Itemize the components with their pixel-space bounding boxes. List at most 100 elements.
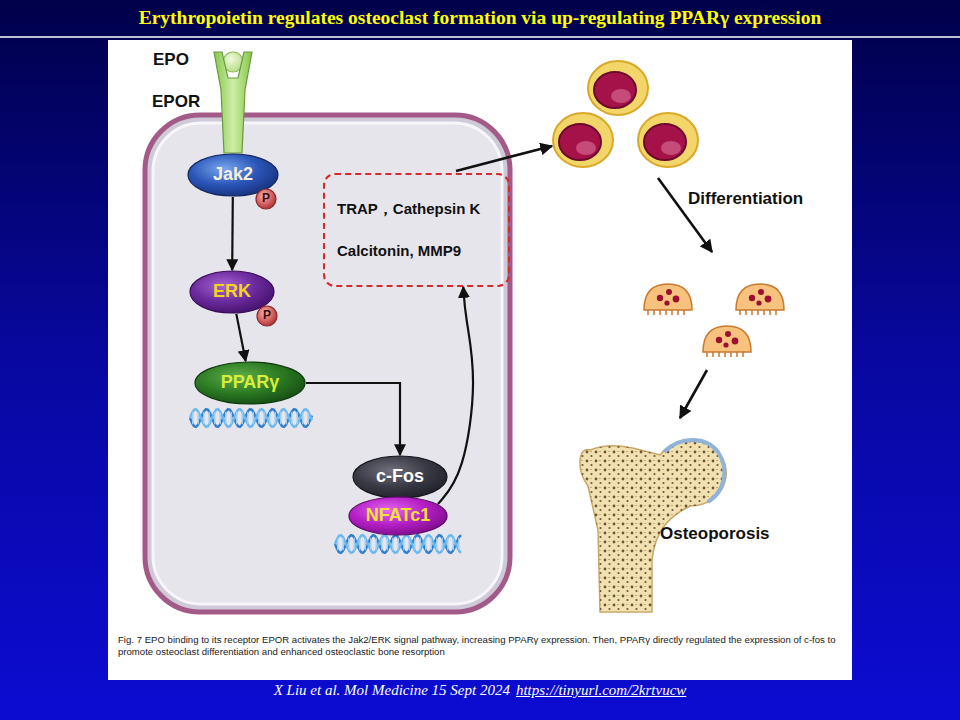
dna-rung <box>258 412 259 425</box>
dna-rung <box>458 538 459 551</box>
disease-label: Osteoporosis <box>660 524 770 544</box>
transcription-factor: c-Fos <box>352 455 448 499</box>
dna-rung <box>359 538 360 551</box>
dna-helices <box>190 409 461 553</box>
dna-rung <box>308 412 309 425</box>
dna-rung <box>436 538 437 551</box>
node-outline <box>325 175 512 289</box>
femoral-head-cartilage <box>664 440 724 502</box>
stage-label: Differentiation <box>688 189 803 209</box>
dna-rung <box>387 538 388 551</box>
node-label: P <box>263 309 271 322</box>
figure-caption: Fig. 7 EPO binding to its receptor EPOR … <box>118 634 844 659</box>
ellipse-shape <box>257 306 277 326</box>
target-genes-box: TRAP，Cathepsin K Calcitonin, MMP9 <box>323 173 510 287</box>
dna-rung <box>447 538 448 551</box>
dna-strand <box>335 535 461 553</box>
precursor-cell <box>588 61 648 115</box>
dna-rung <box>269 412 270 425</box>
dna-rung <box>275 412 276 425</box>
node-label: Jak2 <box>213 165 253 185</box>
ellipse-shape <box>353 456 447 498</box>
flow-arrow <box>456 146 552 171</box>
citation-text: X Liu et al. Mol Medicine 15 Sept 2024 <box>274 682 510 699</box>
dna-rung <box>214 412 215 425</box>
dna-rung <box>264 412 265 425</box>
dna-rung <box>236 412 237 425</box>
dna-rung <box>420 538 421 551</box>
node-label: TRAP，Cathepsin K <box>337 201 480 218</box>
dna-rung <box>365 538 366 551</box>
dna-rung <box>453 538 454 551</box>
transcription-factor: PPARγ <box>194 361 306 405</box>
precursor-cell <box>553 113 613 167</box>
ellipse-shape <box>195 362 305 404</box>
dna-rung <box>337 538 338 551</box>
dna-rung <box>348 538 349 551</box>
node-label: PPARγ <box>221 373 280 393</box>
transcription-factor: NFATc1 <box>348 496 448 536</box>
dna-rung <box>431 538 432 551</box>
dna-rung <box>370 538 371 551</box>
ellipse-shape <box>349 497 447 535</box>
dna-rung <box>354 538 355 551</box>
dna-rung <box>403 538 404 551</box>
dna-rung <box>280 412 281 425</box>
dna-rung <box>392 538 393 551</box>
node-label: P <box>262 192 270 205</box>
dna-rung <box>291 412 292 425</box>
dna-rung <box>297 412 298 425</box>
dna-rung <box>381 538 382 551</box>
dna-rung <box>376 538 377 551</box>
dna-rung <box>425 538 426 551</box>
dna-rung <box>209 412 210 425</box>
dna-rung <box>302 412 303 425</box>
osteoclast <box>644 284 692 315</box>
dna-rung <box>192 412 193 425</box>
signal-arrow <box>231 197 234 270</box>
cell-membrane <box>145 115 510 612</box>
dna-rung <box>231 412 232 425</box>
dna-rung <box>409 538 410 551</box>
node-label: Calcitonin, MMP9 <box>337 243 461 260</box>
ligand-epo: EPO <box>150 48 250 76</box>
title-rule <box>0 36 960 38</box>
signal-arrow <box>236 314 245 361</box>
dna-rung <box>225 412 226 425</box>
citation-link: https://tinyurl.com/2krtvucw <box>516 682 686 699</box>
dna-rung <box>286 412 287 425</box>
precursor-cell <box>638 113 698 167</box>
node-label: EPOR <box>152 93 200 112</box>
art-g <box>214 52 252 153</box>
dna-rung <box>220 412 221 425</box>
dna-strand <box>335 535 461 553</box>
receptor-epor: EPOR <box>150 45 256 157</box>
dna-rung <box>253 412 254 425</box>
cytoplasm <box>153 123 502 604</box>
node-label: c-Fos <box>376 467 424 487</box>
receptor-shape <box>214 52 252 153</box>
dna-rung <box>414 538 415 551</box>
dna-strand <box>190 409 312 427</box>
dna-rung <box>343 538 344 551</box>
dna-rung <box>242 412 243 425</box>
dna-rung <box>198 412 199 425</box>
dna-strand <box>190 409 312 427</box>
flow-arrow <box>680 370 707 418</box>
node-label: EPO <box>153 51 189 70</box>
dna-rung <box>398 538 399 551</box>
dna-rung <box>247 412 248 425</box>
citation-row: X Liu et al. Mol Medicine 15 Sept 2024 ht… <box>0 682 960 699</box>
slide-title: Erythropoietin regulates osteoclast form… <box>0 7 960 28</box>
signal-arrow <box>306 383 400 455</box>
dna-rung <box>203 412 204 425</box>
node-label: NFATc1 <box>366 506 430 526</box>
phospho-circle: P <box>256 305 278 327</box>
dna-rung <box>442 538 443 551</box>
ellipse-shape <box>256 189 276 209</box>
